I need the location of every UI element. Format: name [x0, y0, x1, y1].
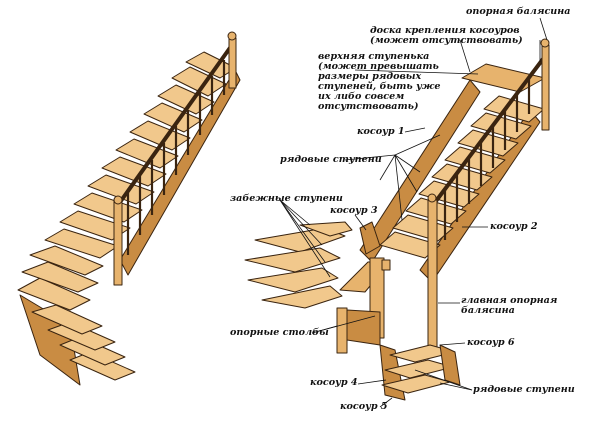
label-winder-steps: забежные ступени: [230, 193, 343, 204]
main-baluster-cap: [427, 193, 437, 203]
bottom-flight: [379, 344, 461, 401]
assembled-staircase-illustration: [17, 31, 241, 386]
main-support-baluster-shape: [427, 199, 438, 356]
newel-cap-top: [227, 31, 237, 41]
label-stringer-2: косоур 2: [490, 221, 538, 232]
newel-post-bottom: [113, 199, 123, 286]
newel-cap-bottom: [113, 195, 123, 205]
landing-frame: [336, 257, 391, 354]
stringer-3-shape: [359, 221, 381, 255]
stringer-1-shape: [359, 79, 481, 263]
right-balusters: [443, 77, 531, 240]
lower-step: [31, 304, 103, 335]
label-stringer-5: косоур 5: [340, 401, 388, 412]
left-balusters: [126, 60, 226, 255]
label-stringer-4: косоур 4: [310, 377, 358, 388]
label-stringer-1: косоур 1: [357, 126, 405, 137]
winder-steps-exploded: [244, 221, 353, 309]
label-main-support-baluster: главная опорная балясина: [461, 295, 558, 316]
leader-lines: [279, 17, 548, 408]
top-support-baluster-shape: [541, 44, 550, 131]
label-support-baluster: опорная балясина: [466, 6, 571, 17]
winder-step: [29, 245, 104, 276]
winder-step: [21, 261, 99, 293]
label-top-step: верхняя ступенька (может превышать разме…: [318, 51, 441, 112]
label-stringer-6: косоур 6: [467, 337, 515, 348]
newel-post-top: [228, 37, 237, 89]
label-support-posts: опорные столбы: [230, 327, 329, 338]
label-regular-steps-bottom: рядовые ступени: [473, 384, 575, 395]
label-stringer-board: доска крепления косоуров (может отсутств…: [370, 25, 523, 46]
label-regular-steps-top: рядовые ступени: [280, 154, 382, 165]
top-baluster-cap: [540, 38, 550, 48]
winder-step: [17, 277, 91, 311]
label-stringer-3: косоур 3: [330, 205, 378, 216]
upper-flight-stringer: [119, 69, 241, 276]
